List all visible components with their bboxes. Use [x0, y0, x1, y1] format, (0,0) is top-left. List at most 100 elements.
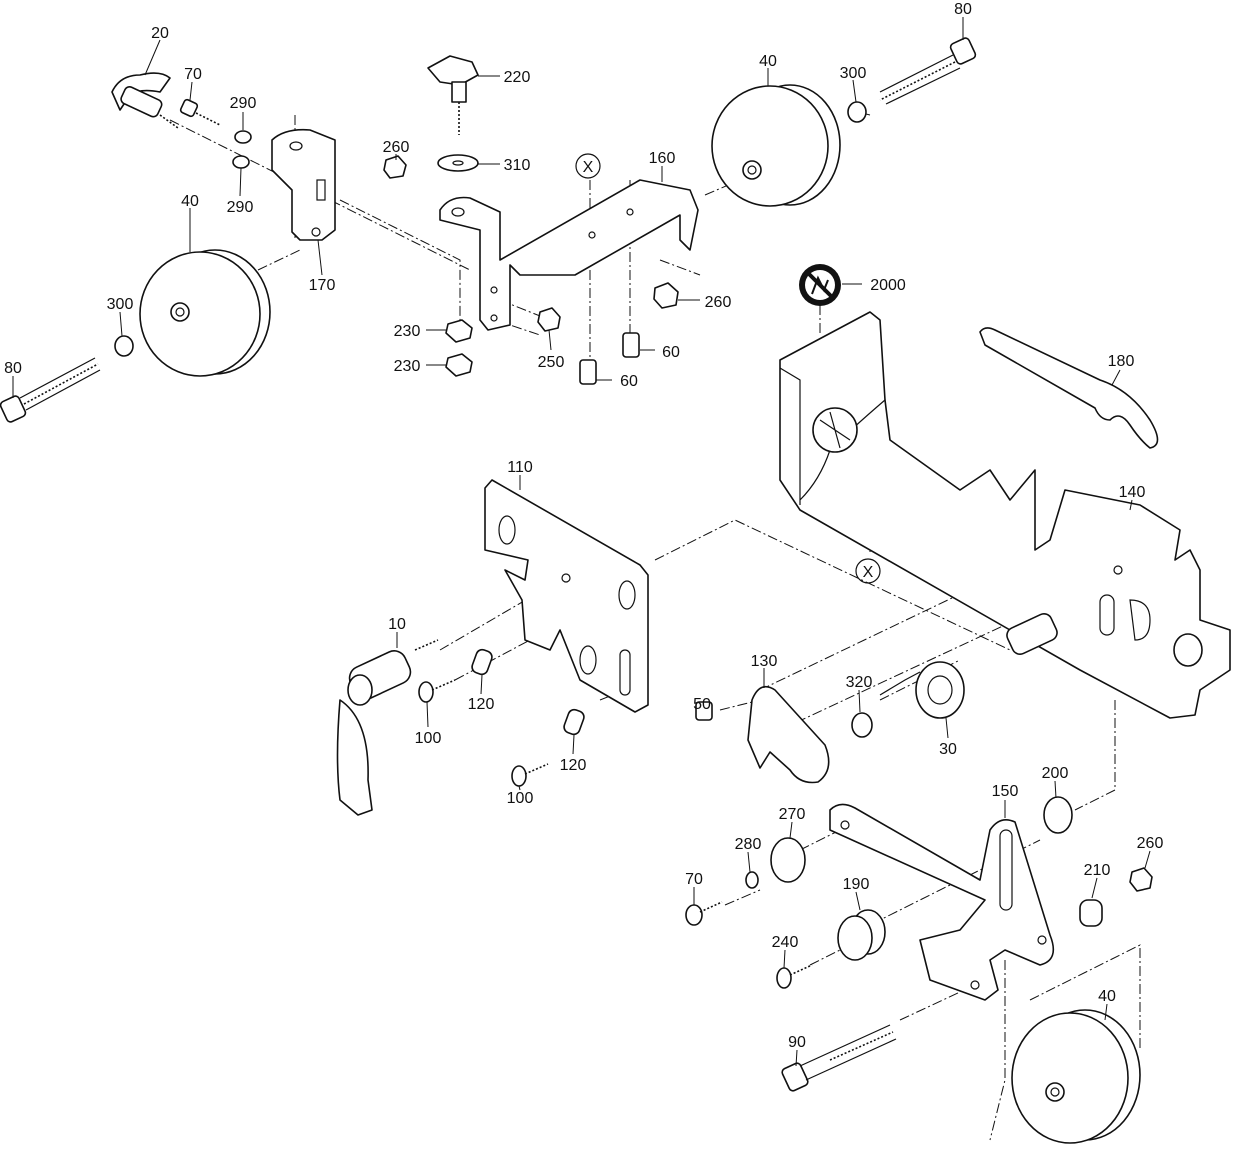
part-110-mounting-plate	[484, 479, 649, 713]
callout-c250: 250	[538, 354, 565, 371]
part-80-bolt-top	[879, 37, 977, 105]
part-70-screw-top	[179, 98, 221, 126]
leader-line-c70a	[189, 81, 193, 101]
callout-c40a: 40	[181, 193, 199, 210]
part-260-nut-top	[383, 155, 407, 179]
callout-c240: 240	[772, 934, 799, 951]
part-70-screw-bottom	[685, 901, 723, 926]
leader-line-c120b	[572, 734, 575, 755]
part-120-spacer-upper	[471, 648, 493, 676]
part-60-screw-right	[622, 332, 640, 358]
part-50-screw	[695, 701, 713, 721]
part-210-spacer	[1079, 899, 1103, 927]
leader-line-c170	[317, 239, 323, 276]
leader-line-c40c	[1104, 1003, 1108, 1021]
reference-mark-x-top	[575, 153, 601, 179]
part-170-bracket	[271, 128, 336, 241]
leader-line-c210	[1091, 877, 1098, 899]
part-250-nut	[537, 307, 561, 332]
leader-line-c90	[795, 1049, 798, 1067]
part-320-washer	[851, 712, 873, 738]
callout-cXb: X	[863, 564, 874, 581]
leader-line-c300b	[119, 311, 123, 337]
callout-c170: 170	[309, 277, 336, 294]
callout-c230a: 230	[394, 323, 421, 340]
callout-c200: 200	[1042, 765, 1069, 782]
callout-c40c: 40	[1098, 988, 1116, 1005]
callout-c150: 150	[992, 783, 1019, 800]
part-30-spring	[879, 661, 965, 719]
part-140-base-frame	[779, 311, 1231, 719]
callout-c50: 50	[693, 696, 711, 713]
leader-line-c320	[858, 689, 861, 713]
part-60-screw-left	[579, 359, 597, 385]
callout-c190: 190	[843, 876, 870, 893]
part-300-washer-left	[114, 335, 134, 357]
callout-c300b: 300	[107, 296, 134, 313]
leader-line-c140	[1129, 499, 1133, 511]
callout-c2000: 2000	[870, 277, 906, 294]
callout-c70b: 70	[685, 871, 703, 888]
leader-line-c180	[1111, 369, 1121, 386]
part-240-screw	[776, 964, 813, 989]
callout-c130: 130	[751, 653, 778, 670]
callout-c270: 270	[779, 806, 806, 823]
callout-c210: 210	[1084, 862, 1111, 879]
leader-line-c20	[144, 39, 161, 76]
callout-c290a: 290	[230, 95, 257, 112]
part-290-washer-lower	[232, 155, 250, 169]
part-260-nut-middle	[653, 282, 679, 309]
part-270-washer	[770, 837, 806, 883]
callout-c260c: 260	[1137, 835, 1164, 852]
part-280-washer	[745, 871, 759, 889]
part-230-nut-lower	[445, 353, 473, 377]
part-100-screw-lower	[511, 763, 549, 787]
reference-mark-x-bottom	[855, 558, 881, 584]
part-160-bracket	[439, 179, 699, 331]
part-40-wheel-bottom	[1011, 1009, 1141, 1144]
callout-c320: 320	[846, 674, 873, 691]
callout-c120a: 120	[468, 696, 495, 713]
part-180-wrench	[979, 327, 1159, 449]
callout-c60b: 60	[620, 373, 638, 390]
leader-line-c200	[1054, 780, 1057, 799]
part-120-spacer-lower	[563, 708, 585, 736]
callout-c310: 310	[504, 157, 531, 174]
leader-line-c260c	[1144, 850, 1151, 869]
leader-line-c240	[783, 949, 786, 969]
callout-c30: 30	[939, 741, 957, 758]
callout-c70a: 70	[184, 66, 202, 83]
part-80-bolt-left	[0, 357, 101, 423]
part-300-washer-right	[847, 101, 867, 123]
callout-c220: 220	[504, 69, 531, 86]
leader-line-c280	[747, 851, 751, 873]
part-40-wheel-left	[139, 249, 271, 377]
callout-c80b: 80	[4, 360, 22, 377]
part-190-bushing	[837, 909, 886, 961]
part-220-star-knob	[427, 55, 479, 135]
callout-c300a: 300	[840, 65, 867, 82]
part-130-arm	[747, 685, 830, 784]
callout-c90: 90	[788, 1034, 806, 1051]
callout-c100a: 100	[415, 730, 442, 747]
part-100-screw-upper	[418, 679, 456, 703]
callout-c160: 160	[649, 150, 676, 167]
callout-c180: 180	[1108, 353, 1135, 370]
part-150-bracket	[829, 803, 1055, 1001]
callout-c20: 20	[151, 25, 169, 42]
callout-c290b: 290	[227, 199, 254, 216]
part-260-nut-bottom	[1129, 867, 1153, 892]
leader-line-c270	[789, 821, 793, 839]
part-290-washer-upper	[234, 130, 252, 144]
leader-line-c290b	[239, 167, 242, 197]
callout-c60a: 60	[662, 344, 680, 361]
part-230-nut-upper	[445, 319, 473, 343]
leader-line-c120a	[480, 674, 483, 695]
callout-c110: 110	[507, 459, 533, 476]
part-200-washer	[1043, 796, 1073, 834]
callout-c280: 280	[735, 836, 762, 853]
callout-cXa: X	[583, 159, 594, 176]
part-310-washer	[437, 154, 479, 172]
